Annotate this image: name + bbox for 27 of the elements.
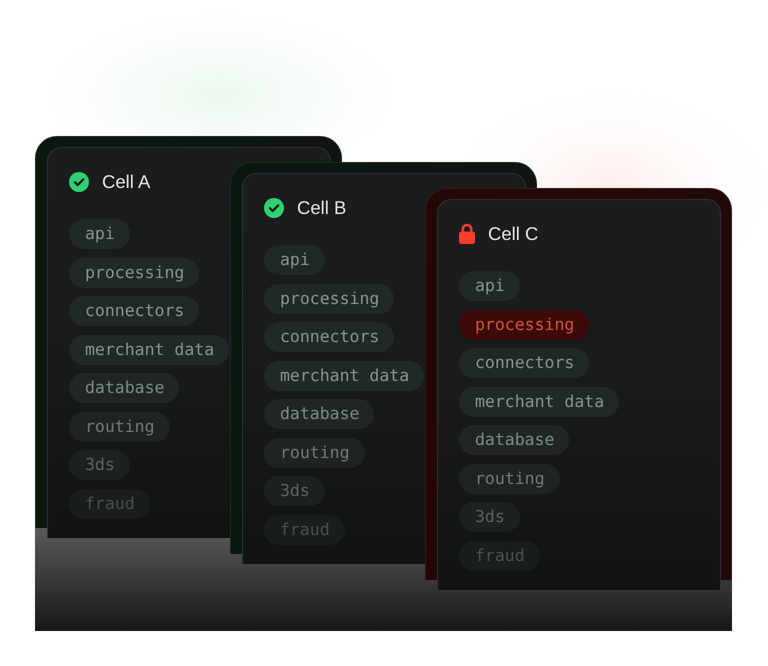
service-tag: database [69, 373, 180, 403]
service-tag: database [264, 399, 374, 429]
cell-title: Cell B [297, 197, 346, 219]
service-tag: merchant data [264, 360, 424, 390]
service-tag: merchant data [459, 386, 620, 416]
service-tag: connectors [459, 348, 590, 378]
service-tag: processing [459, 310, 590, 340]
cell-card [437, 199, 721, 590]
cell-card [242, 173, 425, 564]
service-tag: connectors [264, 322, 394, 352]
service-tag: api [264, 245, 325, 275]
service-tag: routing [69, 412, 170, 442]
service-tag: merchant data [69, 334, 230, 364]
service-tag: 3ds [264, 476, 325, 506]
service-tag: api [69, 219, 130, 249]
service-tag: processing [264, 284, 394, 314]
service-tag: api [459, 271, 520, 301]
cell-title: Cell C [488, 223, 538, 245]
cell-title: Cell A [102, 171, 150, 193]
service-tag: processing [69, 258, 200, 288]
service-tag: 3ds [69, 450, 130, 480]
cell-card [47, 147, 230, 538]
service-tag: database [459, 425, 570, 455]
service-tag: routing [264, 438, 365, 468]
service-tag: routing [459, 464, 560, 494]
service-tag: connectors [69, 296, 200, 326]
service-tag: 3ds [459, 502, 520, 532]
